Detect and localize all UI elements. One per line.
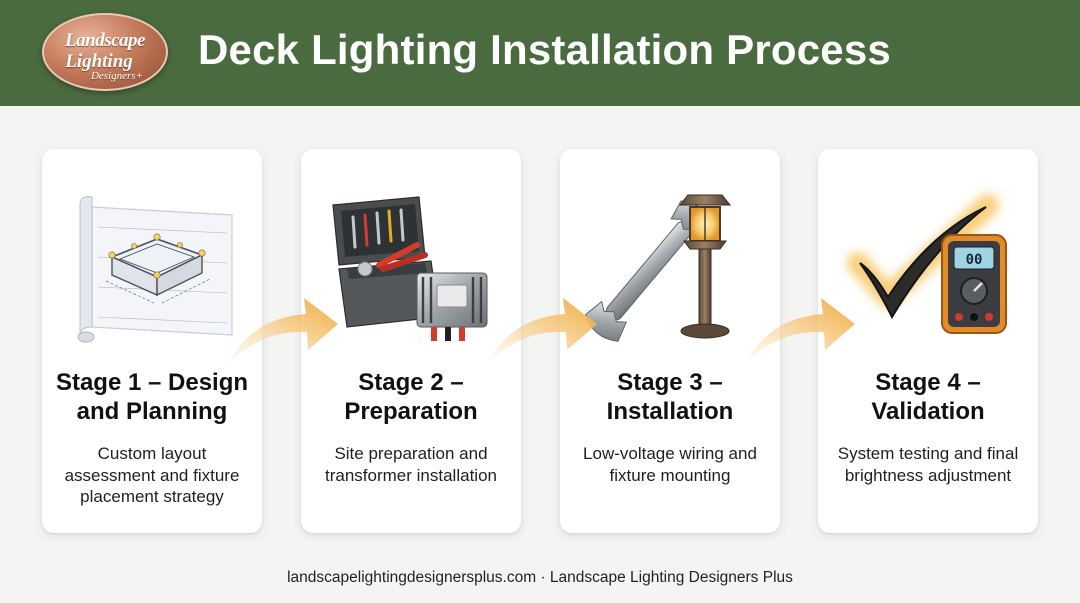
header-banner: Landscape Lighting Designers+ Deck Light… [0,0,1080,106]
toolbox-transformer-icon [332,196,488,341]
logo-line-1: Landscape [65,30,145,51]
stage-2-title: Stage 2 – Preparation [344,369,478,425]
stage-1-title: Stage 1 – Design and Planning [55,369,249,425]
arrow-stage-1-to-2-icon [230,298,338,362]
arrow-stage-3-to-4-icon [747,298,855,362]
stage-3-title: Stage 3 – Installation [606,369,734,425]
arrow-stage-2-to-3-icon [489,298,597,362]
page-title: Deck Lighting Installation Process [198,26,891,73]
stage-card-2: Stage 2 – Preparation Site preparation a… [301,149,521,533]
checkmark-multimeter-icon: 00 [847,194,1007,334]
stage-card-4: 00 Stage 4 – Validation System testing a… [818,149,1038,533]
stage-card-3: Stage 3 – Installation Low-voltage wirin… [560,149,780,533]
company-logo: Landscape Lighting Designers+ [42,13,168,91]
stage-card-1: Stage 1 – Design and Planning Custom lay… [42,149,262,533]
stage-4-title: Stage 4 – Validation [871,369,985,425]
wrench-lamp-icon [585,194,732,342]
logo-line-2: Lighting [65,51,133,72]
stage-3-description: Low-voltage wiring and fixture mounting [583,444,757,485]
logo-line-3: Designers+ [90,70,144,82]
footer-text: landscapelightingdesignersplus.com · Lan… [287,569,793,586]
stage-1-description: Custom layout assessment and fixture pla… [64,444,240,506]
stage-2-description: Site preparation and transformer install… [325,444,497,485]
stage-4-description: System testing and final brightness adju… [837,444,1019,485]
multimeter-reading: 00 [966,252,983,268]
blueprint-icon [77,196,233,343]
